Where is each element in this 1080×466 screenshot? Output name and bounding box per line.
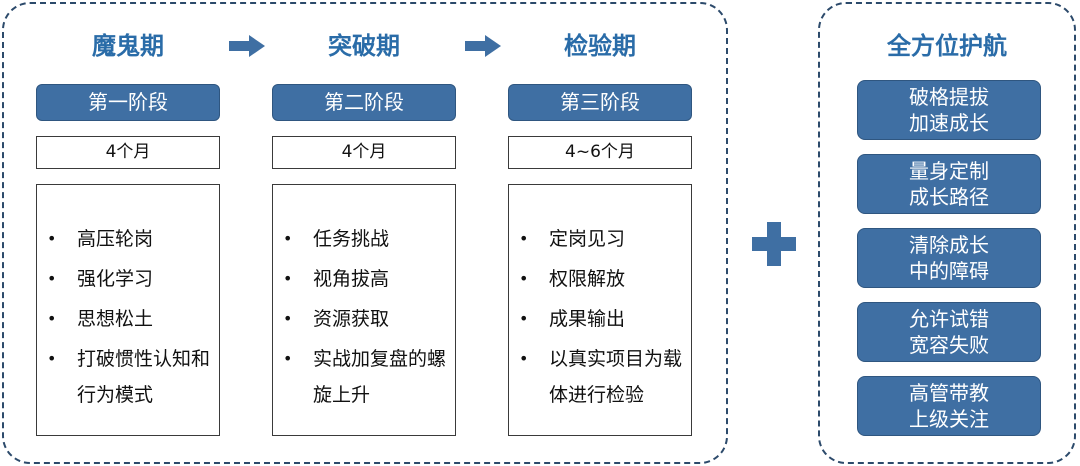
protection-line: 清除成长	[909, 233, 989, 257]
list-item: • 打破惯性认知和行为模式	[37, 341, 219, 413]
items-box-2: • 任务挑战 • 视角拔高 • 资源获取 • 实战加复盘的螺旋上升	[272, 184, 456, 436]
protection-line: 加速成长	[909, 111, 989, 135]
duration-box-3: 4~6个月	[508, 136, 692, 169]
protection-title: 全方位护航	[887, 32, 1007, 60]
list-item: • 权限解放	[509, 261, 691, 297]
right-arrow-icon	[229, 35, 265, 57]
item-text: 视角拔高	[313, 268, 390, 290]
item-text: 思想松土	[77, 308, 154, 330]
items-box-3: • 定岗见习 • 权限解放 • 成果输出 • 以真实项目为载体进行检验	[508, 184, 692, 436]
item-text: 定岗见习	[549, 228, 626, 250]
item-text: 成果输出	[549, 308, 626, 330]
phase-box-3: 第三阶段	[508, 84, 692, 121]
stage-title-3: 检验期	[564, 32, 636, 60]
protection-line: 中的障碍	[909, 259, 989, 283]
list-item: • 定岗见习	[509, 221, 691, 257]
bullet-icon: •	[519, 229, 529, 248]
bullet-icon: •	[283, 349, 293, 368]
protection-box-4: 允许试错 宽容失败	[857, 302, 1041, 362]
items-box-1: • 高压轮岗 • 强化学习 • 思想松土 • 打破惯性认知和行为模式	[36, 184, 220, 436]
right-arrow-icon	[465, 35, 501, 57]
duration-box-1: 4个月	[36, 136, 220, 169]
phase-box-2: 第二阶段	[272, 84, 456, 121]
bullet-icon: •	[47, 349, 57, 368]
protection-line: 破格提拔	[909, 85, 989, 109]
list-item: • 视角拔高	[273, 261, 455, 297]
item-text: 强化学习	[77, 268, 154, 290]
list-item: • 任务挑战	[273, 221, 455, 257]
item-text: 任务挑战	[313, 228, 390, 250]
item-text: 以真实项目为载体进行检验	[549, 348, 683, 406]
list-item: • 强化学习	[37, 261, 219, 297]
bullet-icon: •	[283, 309, 293, 328]
protection-box-5: 高管带教 上级关注	[857, 376, 1041, 436]
stage-items-list-2: • 任务挑战 • 视角拔高 • 资源获取 • 实战加复盘的螺旋上升	[273, 221, 455, 417]
stage-title-2: 突破期	[328, 32, 400, 60]
protection-line: 成长路径	[909, 185, 989, 209]
bullet-icon: •	[519, 349, 529, 368]
phase-box-1: 第一阶段	[36, 84, 220, 121]
protection-line: 允许试错	[909, 307, 989, 331]
protection-panel	[818, 2, 1076, 464]
protection-box-2: 量身定制 成长路径	[857, 154, 1041, 214]
protection-line: 量身定制	[909, 159, 989, 183]
item-text: 实战加复盘的螺旋上升	[313, 348, 447, 406]
list-item: • 资源获取	[273, 301, 455, 337]
bullet-icon: •	[47, 269, 57, 288]
protection-line: 高管带教	[909, 381, 989, 405]
item-text: 打破惯性认知和行为模式	[77, 348, 211, 406]
stage-items-list-3: • 定岗见习 • 权限解放 • 成果输出 • 以真实项目为载体进行检验	[509, 221, 691, 417]
list-item: • 高压轮岗	[37, 221, 219, 257]
list-item: • 思想松土	[37, 301, 219, 337]
plus-icon	[752, 222, 796, 266]
stages-panel	[2, 2, 728, 464]
bullet-icon: •	[519, 269, 529, 288]
item-text: 资源获取	[313, 308, 390, 330]
bullet-icon: •	[47, 229, 57, 248]
duration-box-2: 4个月	[272, 136, 456, 169]
list-item: • 成果输出	[509, 301, 691, 337]
protection-box-3: 清除成长 中的障碍	[857, 228, 1041, 288]
item-text: 高压轮岗	[77, 228, 154, 250]
bullet-icon: •	[283, 229, 293, 248]
bullet-icon: •	[283, 269, 293, 288]
item-text: 权限解放	[549, 268, 626, 290]
list-item: • 实战加复盘的螺旋上升	[273, 341, 455, 413]
protection-box-1: 破格提拔 加速成长	[857, 80, 1041, 140]
list-item: • 以真实项目为载体进行检验	[509, 341, 691, 413]
protection-line: 宽容失败	[909, 333, 989, 357]
stage-items-list-1: • 高压轮岗 • 强化学习 • 思想松土 • 打破惯性认知和行为模式	[37, 221, 219, 417]
bullet-icon: •	[519, 309, 529, 328]
bullet-icon: •	[47, 309, 57, 328]
stage-title-1: 魔鬼期	[92, 32, 164, 60]
protection-line: 上级关注	[909, 407, 989, 431]
